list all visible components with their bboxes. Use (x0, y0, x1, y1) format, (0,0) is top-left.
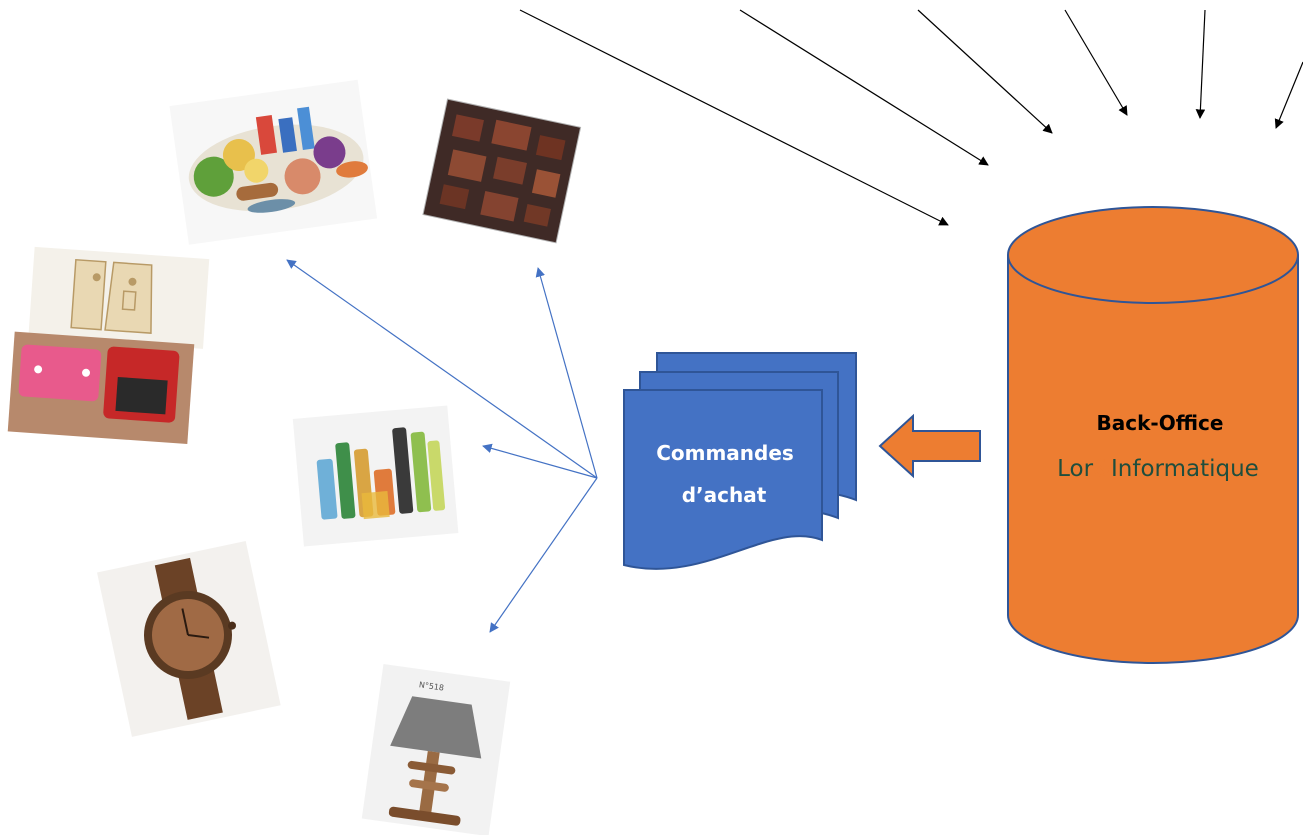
distribution-arrows (286, 259, 598, 633)
back-office-title: Back-Office (1097, 411, 1224, 435)
incoming-arrow-6 (1274, 61, 1303, 129)
back-office-database: Back-Office Lor&Informatique (1007, 206, 1299, 664)
company-prefix: Lor (1057, 456, 1093, 482)
distribution-arrow-beverages (482, 443, 598, 479)
wooden-watch-image (97, 540, 281, 737)
incoming-arrows (519, 9, 1303, 226)
incoming-arrow-2 (739, 9, 989, 166)
cylinder-top (1007, 206, 1299, 304)
incoming-arrow-5 (1195, 9, 1206, 119)
incoming-arrow-1 (519, 9, 949, 226)
purchase-orders-stack: Commandes d’achat (623, 352, 857, 570)
wooden-lamp-image: N°518 (361, 663, 511, 835)
back-office-company: Lor&Informatique (1057, 456, 1259, 482)
orange-flow-arrow (878, 413, 981, 479)
leather-bags-image (422, 98, 582, 244)
document-front (623, 389, 823, 570)
distribution-arrow-groceries (286, 259, 598, 479)
purchase-orders-line2: d’achat (682, 483, 767, 507)
distribution-arrow-watch (489, 477, 598, 633)
incoming-arrow-4 (1064, 9, 1128, 116)
cylinder-body (1007, 255, 1299, 664)
company-ampersand: & (1093, 456, 1111, 482)
purchase-orders-line1: Commandes (656, 441, 794, 465)
distribution-arrow-bags (535, 267, 598, 479)
incoming-arrow-3 (917, 9, 1053, 134)
beverages-image (292, 405, 459, 547)
company-suffix: Informatique (1111, 456, 1259, 482)
svg-text:N°518: N°518 (418, 680, 444, 692)
groceries-image (169, 79, 378, 245)
leather-wallets-image (7, 246, 210, 444)
